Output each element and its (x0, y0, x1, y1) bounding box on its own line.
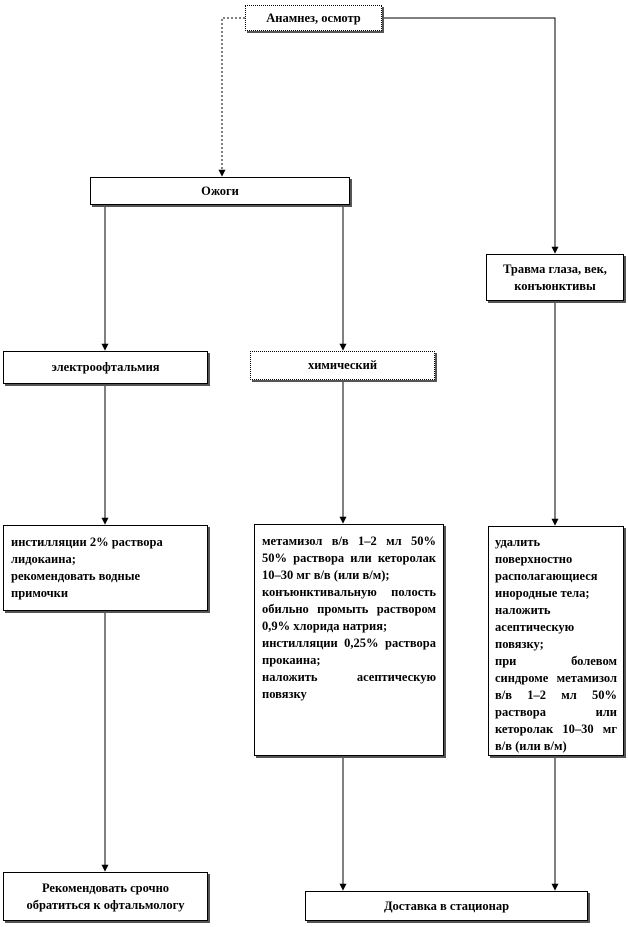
node-hospital-delivery: Доставка в стационар (305, 891, 588, 921)
arrow-anamnesis-to-burns (218, 17, 245, 177)
node-burns: Ожоги (90, 177, 350, 205)
electro-treatment-item: инстилляции 2% раствора лидокаина; (11, 535, 163, 566)
chemical-treatment-item: наложить асептическую повязку (262, 670, 436, 701)
electro-treatment-item: рекомендовать водные примочки (11, 569, 141, 600)
node-trauma-treatment: удалить поверхностно располагающиеся ино… (488, 526, 624, 756)
trauma-treatment-item: при болевом синдроме метамизол в/в 1–2 м… (495, 654, 617, 753)
node-refer-ophthalmologist: Рекомендовать срочно обратиться к офталь… (3, 872, 208, 921)
node-burns-label: Ожоги (201, 183, 239, 198)
node-anamnesis-label: Анамнез, осмотр (266, 10, 361, 25)
node-trauma: Травма глаза, век, конъюнктивы (486, 254, 624, 301)
node-chemical: химический (250, 351, 435, 380)
chemical-treatment-item: метамизол в/в 1–2 мл 50% 50% раствора ил… (262, 534, 436, 582)
chemical-treatment-item: инстилляции 0,25% раствора прокаина; (262, 636, 436, 667)
node-hospital-label: Доставка в стационар (383, 898, 510, 913)
node-chemical-treatment: метамизол в/в 1–2 мл 50% 50% раствора ил… (254, 524, 444, 756)
trauma-treatment-item: удалить поверхностно располагающиеся ино… (495, 535, 598, 600)
node-electro-treatment: инстилляции 2% раствора лидокаина; реком… (3, 525, 208, 611)
trauma-treatment-item: наложить асептическую повязку; (495, 603, 575, 651)
node-chemical-label: химический (307, 358, 378, 372)
arrow-anamnesis-to-trauma (382, 17, 559, 254)
node-trauma-label: Травма глаза, век, конъюнктивы (503, 261, 607, 293)
node-anamnesis: Анамнез, осмотр (245, 5, 382, 31)
node-electroophthalmia-label: электроофтальмия (51, 360, 160, 374)
node-electroophthalmia: электроофтальмия (3, 351, 208, 384)
chemical-treatment-item: конъюнктивальную полость обильно промыть… (262, 585, 436, 633)
node-refer-label: Рекомендовать срочно обратиться к офталь… (26, 880, 185, 912)
